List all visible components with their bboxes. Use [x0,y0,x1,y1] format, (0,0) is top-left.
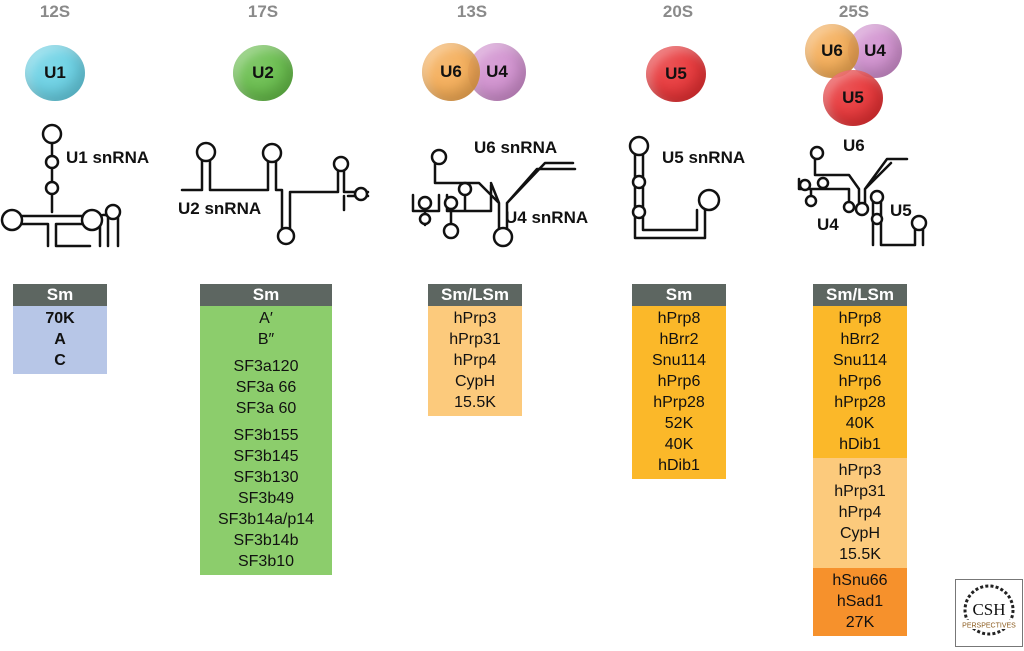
protein-item: hPrp6 [838,373,882,390]
tri-protein-group-specific: hSnu66 hSad1 27K [813,568,907,636]
protein-item: SF3a 60 [235,400,297,417]
sedimentation-label: 13S [456,2,488,21]
protein-item: SF3b145 [233,448,299,465]
u1-protein-table: Sm 70K A C [13,284,107,374]
u4u6-protein-group: hPrp3 hPrp31 hPrp4 CypH 15.5K [428,306,522,416]
protein-item: C [54,352,66,369]
protein-item: hPrp8 [838,310,882,327]
particle-label: U2 [252,63,274,82]
protein-item: hPrp4 [453,352,497,369]
protein-item: Snu114 [652,352,706,369]
sedimentation-label: 25S [838,2,870,21]
sedimentation-label: 12S [39,2,71,21]
protein-item: 15.5K [839,546,881,563]
u4u6-snrna-structure [411,148,577,248]
protein-item: SF3b130 [233,469,299,486]
tri-u6-label: U6 [843,136,865,155]
particle-u6: U6 [422,43,480,101]
particle-label: U1 [44,63,66,82]
particle-u5: U5 [823,70,883,126]
protein-item: hPrp28 [834,394,886,411]
particle-u5: U5 [646,46,706,102]
protein-item: hPrp8 [657,310,701,327]
u1-protein-header: Sm [13,284,107,306]
protein-item: 40K [845,415,875,432]
tri-snrna-structure [797,145,928,247]
u4-snrna-label: U4 snRNA [505,208,589,227]
u2-protein-group: A′ B″ SF3a120 SF3a 66 SF3a 60 SF3b155 SF… [200,306,332,575]
protein-item: hPrp3 [838,462,882,479]
u5-snrna-label: U5 snRNA [662,148,746,167]
u1-snrna-label: U1 snRNA [66,148,150,167]
u2-snrna-label: U2 snRNA [178,199,262,218]
u1-snrna-structure [0,123,122,248]
u2-snrna-structure [180,141,370,246]
particle-label: U4 [486,62,508,81]
protein-item: B″ [257,331,275,348]
tri-protein-table: Sm/LSm hPrp8 hBrr2 Snu114 hPrp6 hPrp28 4… [813,284,907,636]
protein-item: 40K [664,436,694,453]
tri-protein-header: Sm/LSm [813,284,907,306]
protein-item: hSnu66 [832,572,888,589]
protein-item: SF3b155 [233,427,299,444]
csh-perspectives-logo: CSH PERSPECTIVES [955,579,1023,647]
protein-item: hDib1 [658,457,700,474]
protein-item: A [54,331,66,348]
particle-u2: U2 [233,45,293,101]
protein-item: A′ [259,310,273,327]
protein-item: Snu114 [833,352,887,369]
tri-u5-label: U5 [890,201,912,220]
protein-item: SF3a 66 [235,379,297,396]
tri-protein-group-u4u6: hPrp3 hPrp31 hPrp4 CypH 15.5K [813,458,907,568]
protein-item: hPrp3 [453,310,497,327]
protein-item: 27K [845,614,875,631]
u2-protein-header: Sm [200,284,332,306]
protein-item: 15.5K [454,394,496,411]
protein-item: hPrp31 [449,331,501,348]
particle-label: U6 [821,41,843,60]
sedimentation-label: 17S [247,2,279,21]
u4u6-protein-header: Sm/LSm [428,284,522,306]
protein-item: hBrr2 [840,331,880,348]
u5-protein-table: Sm hPrp8 hBrr2 Snu114 hPrp6 hPrp28 52K 4… [632,284,726,479]
protein-item: hPrp31 [834,483,886,500]
tri-protein-group-u5: hPrp8 hBrr2 Snu114 hPrp6 hPrp28 40K hDib… [813,306,907,458]
sedimentation-label: 20S [662,2,694,21]
protein-item: SF3a120 [233,358,299,375]
u2-protein-table: Sm A′ B″ SF3a120 SF3a 66 SF3a 60 SF3b155… [200,284,332,575]
protein-item: hSad1 [836,593,884,610]
protein-item: SF3b10 [237,553,295,570]
u5-protein-header: Sm [632,284,726,306]
protein-item: hBrr2 [659,331,699,348]
tri-u4-label: U4 [817,215,839,234]
u4u6-protein-table: Sm/LSm hPrp3 hPrp31 hPrp4 CypH 15.5K [428,284,522,416]
u5-snrna-structure [628,135,721,240]
protein-item: hPrp6 [657,373,701,390]
protein-item: SF3b14a/p14 [217,511,315,528]
u1-protein-group: 70K A C [13,306,107,374]
protein-item: SF3b14b [233,532,299,549]
protein-item: 52K [664,415,694,432]
logo-text-top: CSH [972,600,1005,619]
u6-snrna-label: U6 snRNA [474,138,558,157]
protein-item: CypH [454,373,495,390]
particle-label: U4 [864,41,886,60]
particle-label: U5 [665,64,687,83]
particle-label: U5 [842,88,864,107]
protein-item: hDib1 [839,436,881,453]
protein-item: hPrp28 [653,394,705,411]
logo-text-bottom: PERSPECTIVES [962,623,1016,630]
protein-item: CypH [839,525,880,542]
protein-item: hPrp4 [838,504,882,521]
csh-logo-icon: CSH PERSPECTIVES [962,584,1016,636]
particle-label: U6 [440,62,462,81]
protein-item: 70K [45,310,75,327]
particle-u6: U6 [805,24,859,78]
particle-u1: U1 [25,45,85,101]
protein-item: SF3b49 [237,490,295,507]
u5-protein-group: hPrp8 hBrr2 Snu114 hPrp6 hPrp28 52K 40K … [632,306,726,479]
